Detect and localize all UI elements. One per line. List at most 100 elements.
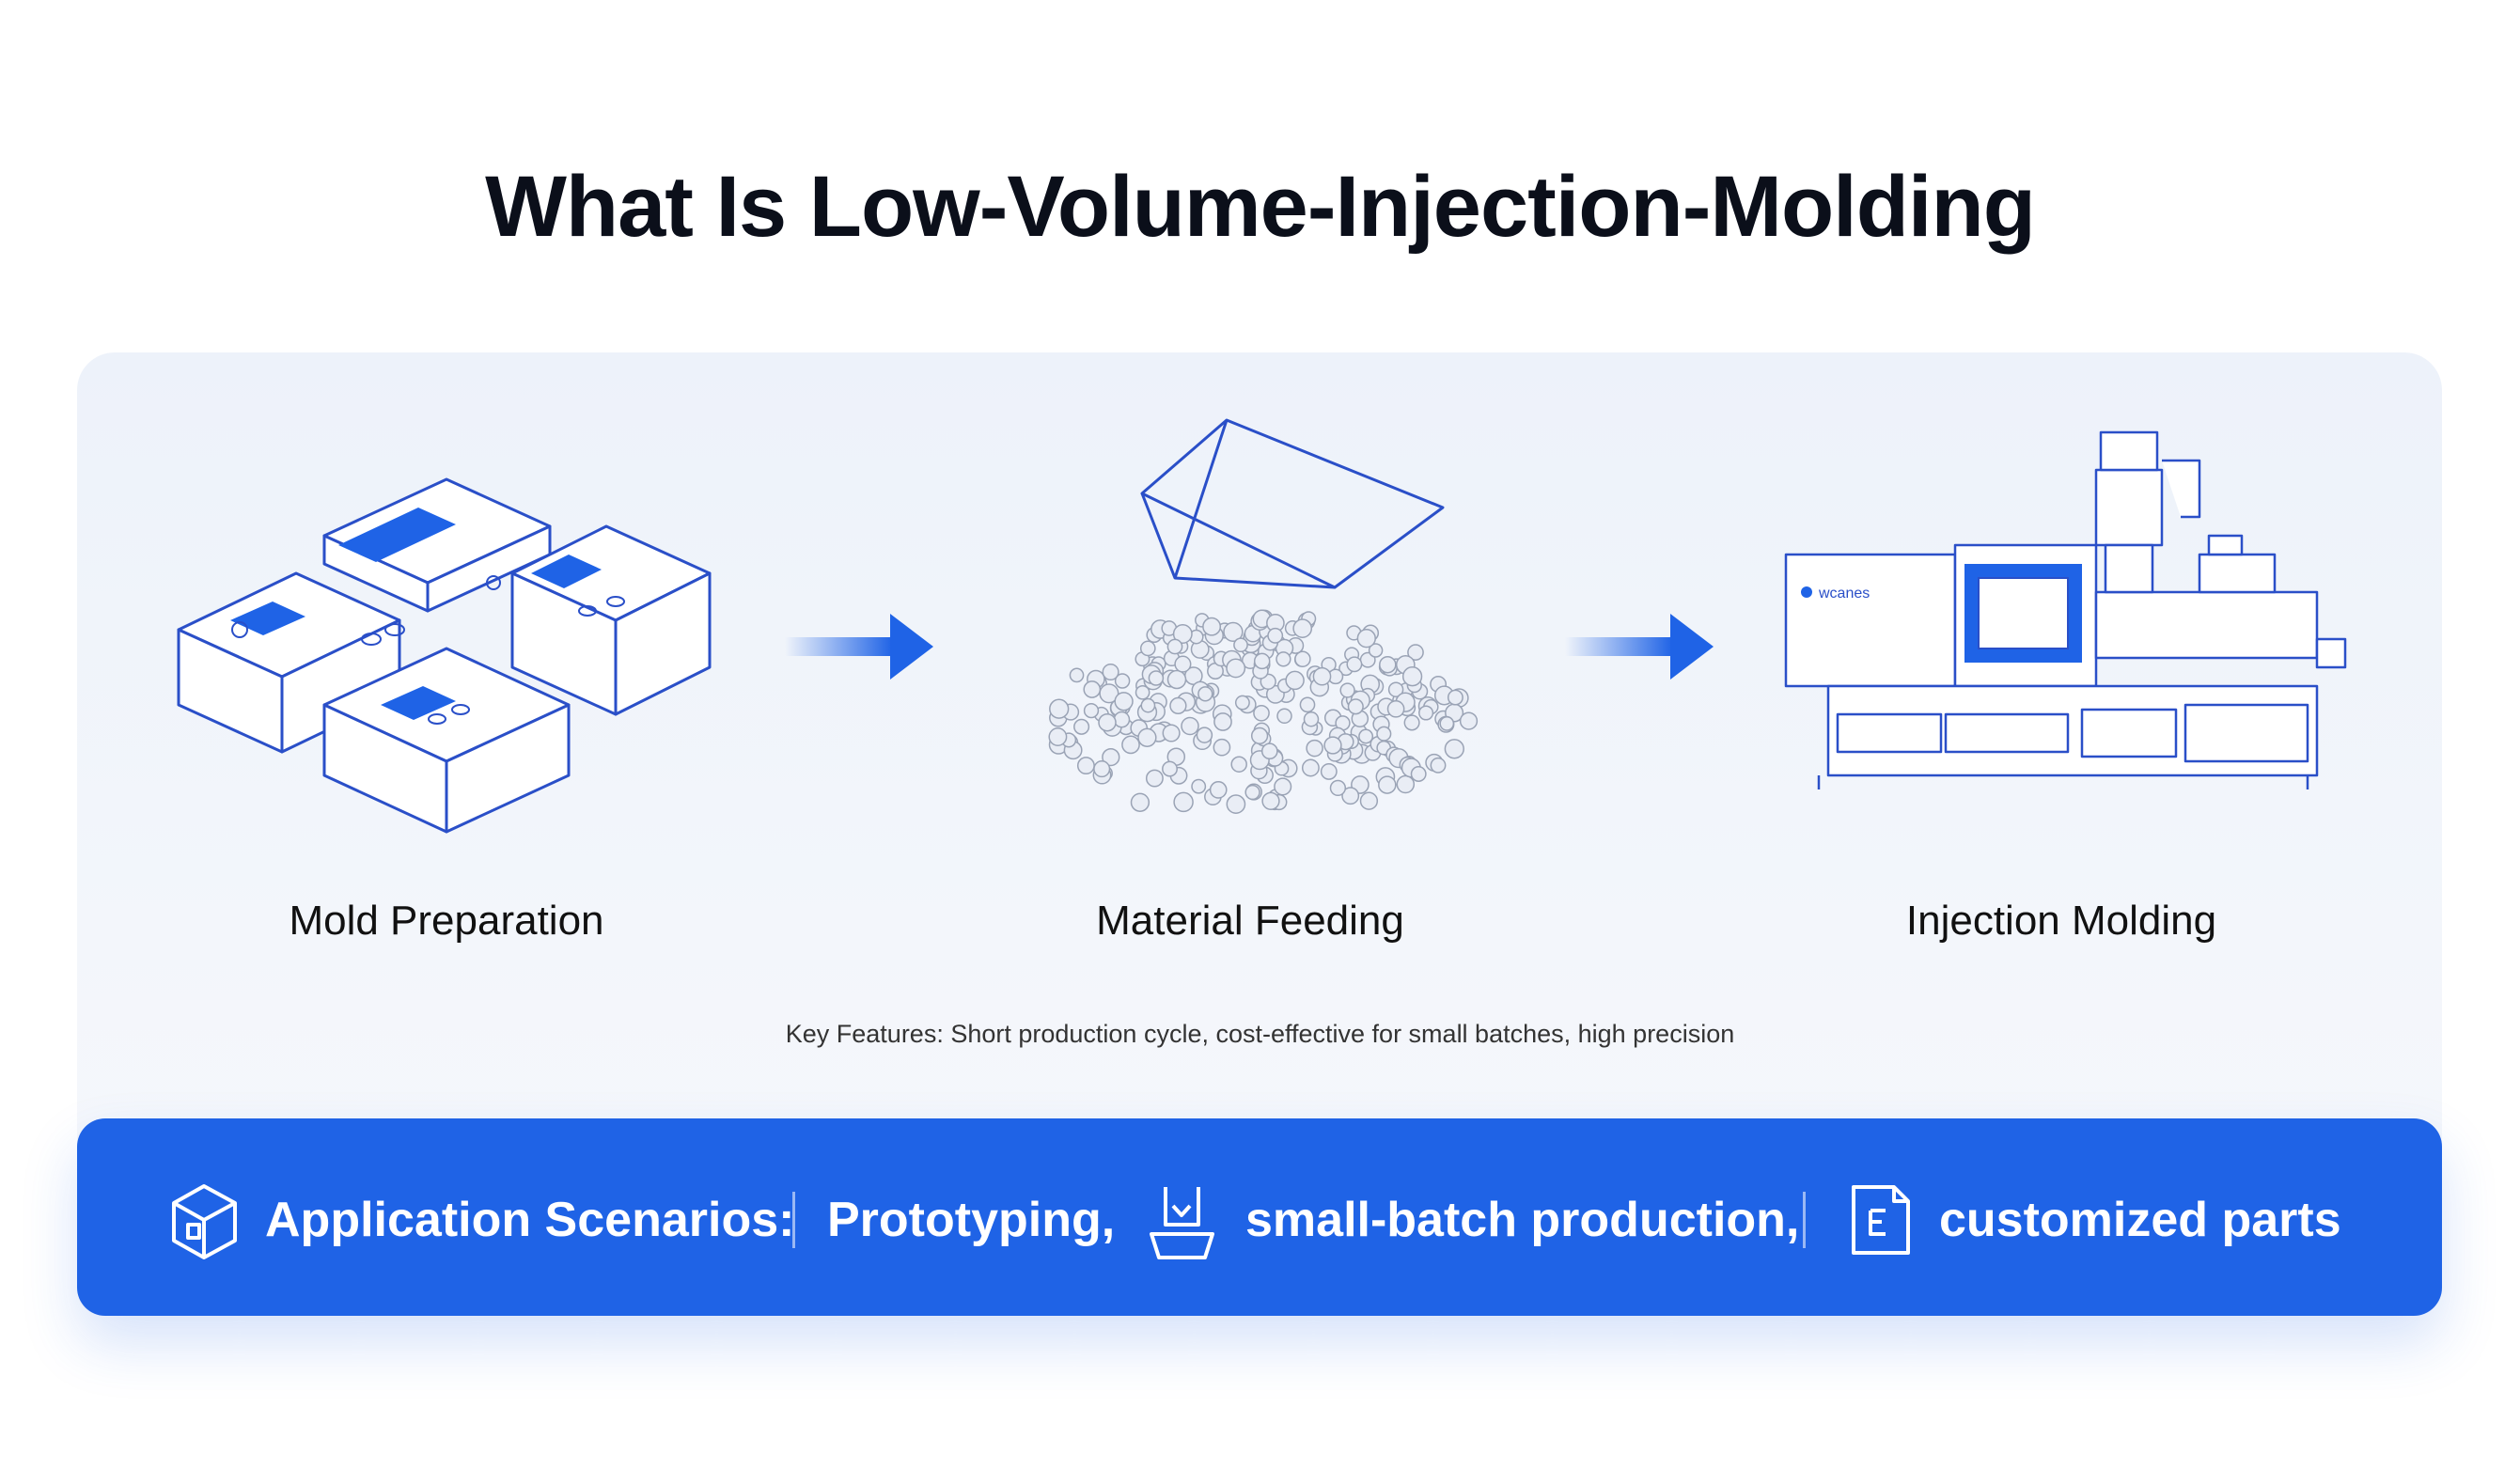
pellet	[1292, 618, 1313, 638]
pellet	[1148, 670, 1165, 686]
pellet	[1202, 617, 1222, 636]
pellet	[1113, 711, 1131, 728]
pellet	[1403, 714, 1420, 731]
application-heading: Application Scenarios:	[265, 1193, 795, 1247]
pellet	[1447, 689, 1463, 706]
pellet	[1306, 739, 1323, 758]
pellet	[1083, 702, 1100, 719]
stage-label-material: Material Feeding	[1096, 898, 1404, 944]
pellet	[1166, 669, 1187, 690]
pellet	[1197, 686, 1213, 702]
pellet	[1048, 727, 1068, 746]
pellet	[1387, 681, 1404, 697]
pellet	[1169, 696, 1187, 715]
key-features-text: Key Features: Short production cycle, co…	[785, 1020, 1735, 1048]
pellet	[1356, 629, 1376, 649]
pellet	[1223, 621, 1244, 643]
pellet	[1359, 791, 1379, 810]
pellet	[1140, 697, 1156, 713]
arrow-right-icon	[1565, 614, 1714, 680]
document-icon	[1852, 1185, 1910, 1255]
pellet	[1145, 769, 1164, 788]
pellet	[1347, 698, 1364, 715]
application-band	[77, 1118, 2442, 1316]
pellet	[1276, 708, 1292, 725]
pellet	[1312, 666, 1332, 686]
pellet	[1323, 736, 1342, 755]
pellet	[1274, 777, 1292, 796]
pellet	[1049, 698, 1070, 719]
pellet	[1396, 774, 1416, 794]
pellet	[1303, 711, 1320, 727]
pellet	[1130, 792, 1150, 812]
pellet	[1234, 695, 1250, 711]
pellet	[1418, 705, 1434, 721]
pellet	[1213, 738, 1231, 757]
pellet	[1226, 794, 1246, 814]
pellet	[1166, 638, 1183, 655]
pellet	[1076, 757, 1095, 775]
pellet	[1069, 667, 1085, 683]
pellet	[1341, 787, 1360, 805]
pellet	[1137, 727, 1157, 747]
pellet	[1191, 778, 1207, 794]
pellet	[1135, 684, 1150, 700]
tray-icon	[1150, 1187, 1214, 1259]
pellet	[1430, 757, 1447, 774]
separator	[1803, 1192, 1806, 1248]
cube-icon	[172, 1184, 237, 1259]
pellet	[1301, 758, 1320, 777]
pellet	[1346, 656, 1363, 673]
stage-label-injection: Injection Molding	[1905, 898, 2217, 944]
pellet	[1213, 712, 1232, 731]
pellet	[1444, 739, 1464, 759]
pellet	[1121, 735, 1140, 755]
arrow-right-icon	[785, 614, 933, 680]
pellet	[1233, 637, 1248, 653]
pellet	[1267, 627, 1284, 644]
pellet	[1253, 704, 1270, 722]
pellet	[1139, 640, 1156, 657]
pellet	[1073, 718, 1090, 735]
pellet	[1386, 699, 1405, 718]
pellet	[1102, 663, 1119, 681]
pellets-hopper-icon	[1048, 418, 1479, 814]
pellet	[1378, 775, 1397, 794]
pellet	[1294, 650, 1311, 667]
pellet	[1173, 791, 1194, 813]
pellet	[1299, 696, 1316, 713]
pellet	[1329, 779, 1347, 797]
pellet	[1407, 644, 1424, 661]
pellet	[1226, 658, 1246, 679]
pellet	[1339, 682, 1355, 698]
pellet	[1196, 727, 1213, 743]
injection-machine-icon: wcanes	[1784, 430, 2347, 789]
pellet	[1401, 666, 1423, 687]
pellet	[1209, 781, 1228, 799]
pellet	[1102, 747, 1120, 767]
pellet	[1181, 716, 1199, 736]
application-item-small-batch: small-batch production,	[1245, 1193, 1800, 1247]
application-item-prototyping: Prototyping,	[827, 1193, 1116, 1247]
pellet	[1439, 716, 1455, 731]
pellet	[1114, 673, 1131, 689]
pellet	[1253, 652, 1271, 670]
pellet	[1098, 712, 1117, 732]
pellet	[1083, 680, 1102, 698]
pellet	[1244, 784, 1260, 801]
pellet	[1114, 692, 1134, 711]
pellet	[1250, 727, 1269, 745]
pellet	[1260, 742, 1278, 760]
pellet	[1162, 760, 1178, 777]
mold-icon	[177, 477, 712, 834]
machine-brand-label: wcanes	[1818, 586, 1870, 602]
pellet	[1276, 651, 1291, 667]
pellet	[1093, 760, 1111, 778]
pellet	[1230, 756, 1247, 773]
pellet	[1376, 726, 1392, 742]
pellet	[1261, 791, 1280, 810]
separator	[792, 1192, 795, 1248]
page-title: What Is Low-Volume-Injection-Molding	[485, 159, 2036, 255]
pellet	[1368, 643, 1384, 658]
pellet	[1172, 624, 1193, 644]
